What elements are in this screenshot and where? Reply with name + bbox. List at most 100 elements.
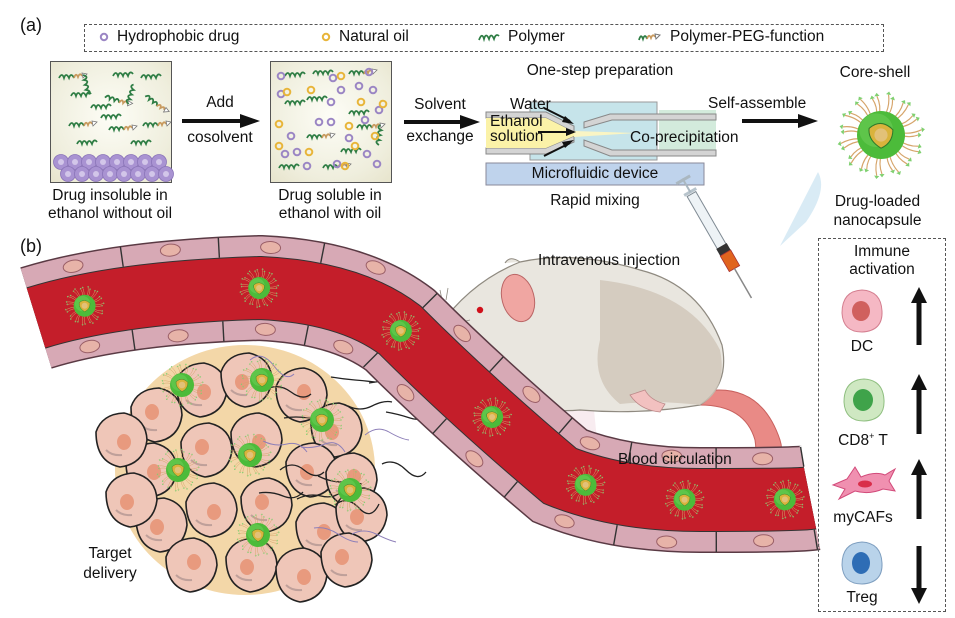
mouse-back-shade [597, 280, 722, 405]
endothelial-nucleus [333, 339, 354, 355]
hydrophobic-drug-icon [372, 159, 382, 169]
arrow-right-icon [182, 114, 260, 128]
endothelial-seam [320, 243, 326, 263]
endothelial-nucleus [554, 514, 575, 529]
endothelial-nucleus [752, 452, 774, 466]
tumor-cell [225, 537, 278, 593]
drug-precipitate-sphere [158, 166, 174, 182]
drug-precipitate-sphere [81, 154, 97, 170]
natural-oil-icon [304, 147, 314, 157]
endothelial-seam [131, 329, 136, 350]
arrow2-label-line1: Solvent [414, 96, 466, 113]
arrow1-label-line2: cosolvent [187, 129, 253, 146]
step2-caption-line2: ethanol with oil [278, 205, 382, 222]
polymer-icon [478, 34, 500, 43]
mouse-hind-leg [629, 389, 666, 413]
nanocapsule-core-shell-icon [837, 91, 925, 180]
endothelial-seam [627, 442, 633, 463]
hydrophobic-drug-icon [332, 159, 342, 169]
polymer-icon [90, 103, 112, 111]
arrow2-label-line2: exchange [406, 128, 474, 145]
nanocapsule-icon [239, 268, 280, 309]
endothelial-seam [363, 352, 379, 368]
natural-oil-icon [321, 32, 331, 42]
step1-caption-line2: ethanol without oil [47, 205, 173, 222]
endothelial-nucleus [159, 243, 181, 257]
nanocapsule-icon [664, 479, 705, 520]
polymer-icon [81, 74, 91, 96]
legend-label: Natural oil [339, 28, 409, 45]
polymer-icon [375, 124, 384, 146]
natural-oil-icon [340, 161, 350, 171]
drug-insoluble-box [50, 61, 174, 183]
nanocapsule-icon [472, 397, 513, 438]
immune-title-line1: Immune [854, 243, 910, 260]
immune-title-line2: activation [849, 261, 915, 278]
endothelial-seam [813, 529, 819, 550]
hydrophobic-drug-icon [314, 117, 324, 127]
polymer-icon [76, 139, 98, 147]
treg-cell-icon [841, 541, 883, 585]
endothelial-nucleus [522, 385, 541, 403]
arrow-right-icon [742, 114, 818, 128]
polymer-icon [348, 109, 370, 117]
hydrophobic-drug-icon [328, 73, 338, 83]
product-caption-line1: Drug-loaded [834, 193, 921, 210]
natural-oil-icon [344, 121, 354, 131]
dc-cell-icon [841, 289, 883, 333]
legend-item-polymer-peg-function: Polymer-PEG-function [638, 28, 824, 46]
ethanol-label-line2: solution [490, 128, 544, 145]
polymer-peg-function-icon [142, 120, 172, 129]
intravenous-injection-label: Intravenous injection [538, 252, 681, 269]
product-caption-line2: nanocapsule [833, 212, 922, 229]
nanocapsule-icon [236, 513, 280, 557]
microfluidic-device-illustration [485, 101, 717, 186]
step2-caption-line1: Drug soluble in [278, 187, 382, 204]
nanocapsule-icon [765, 479, 805, 520]
hydrophobic-drug-icon [360, 115, 370, 125]
endothelial-seam [422, 292, 438, 309]
hydrophobic-drug-icon [354, 81, 364, 91]
endothelial-seam [217, 237, 221, 258]
nanocapsule-icon [328, 468, 372, 512]
hydrophobic-drug-icon [368, 85, 378, 95]
nanocapsule-icon [300, 398, 344, 442]
endothelial-nucleus [661, 449, 683, 463]
natural-oil-icon [336, 71, 346, 81]
natural-oil-icon [356, 97, 366, 107]
hydrophobic-drug-icon [286, 131, 296, 141]
hydrophobic-drug-icon [374, 105, 384, 115]
nanocapsule-icon [565, 465, 606, 505]
endothelial-nucleus [79, 339, 101, 354]
endothelial-seam [503, 481, 518, 498]
nanocapsule-icon [156, 448, 200, 492]
nanocapsule-icon [240, 358, 284, 402]
device-title: One-step preparation [526, 62, 674, 79]
legend: Hydrophobic drug Natural oil Polymer Pol… [84, 24, 884, 52]
hydrophobic-drug-icon [326, 117, 336, 127]
drug-precipitate-sphere [88, 166, 104, 182]
arrow-right-icon [404, 115, 480, 129]
legend-item-hydrophobic-drug: Hydrophobic drug [99, 28, 239, 46]
drug-soluble-box [270, 61, 392, 183]
endothelial-nucleus [579, 436, 601, 451]
nanocapsule-icon [837, 91, 925, 180]
cd8-t-cell-icon [843, 378, 885, 422]
polymer-peg-function-icon [638, 33, 662, 42]
endothelial-nucleus [62, 259, 84, 273]
panel-a-label: (a) [20, 15, 42, 35]
immune-activation-box: Immune activation DC CD8+ T myCAFs Treg [818, 238, 946, 612]
panel-b-label: (b) [20, 236, 42, 256]
tumor-cell [240, 477, 293, 533]
polymer-icon [306, 95, 328, 103]
mycafs-cell-icon [831, 466, 897, 501]
self-assemble-label: Self-assemble [708, 95, 807, 112]
endothelial-seam [119, 246, 124, 267]
nanocapsule-icon [228, 433, 272, 477]
mycafs-label: myCAFs [833, 509, 893, 526]
drug-precipitate-sphere [144, 166, 160, 182]
endothelial-seam [489, 356, 504, 373]
dc-label: DC [850, 338, 874, 355]
hydrophobic-drug-icon [280, 149, 290, 159]
tumor-cell [165, 537, 218, 593]
